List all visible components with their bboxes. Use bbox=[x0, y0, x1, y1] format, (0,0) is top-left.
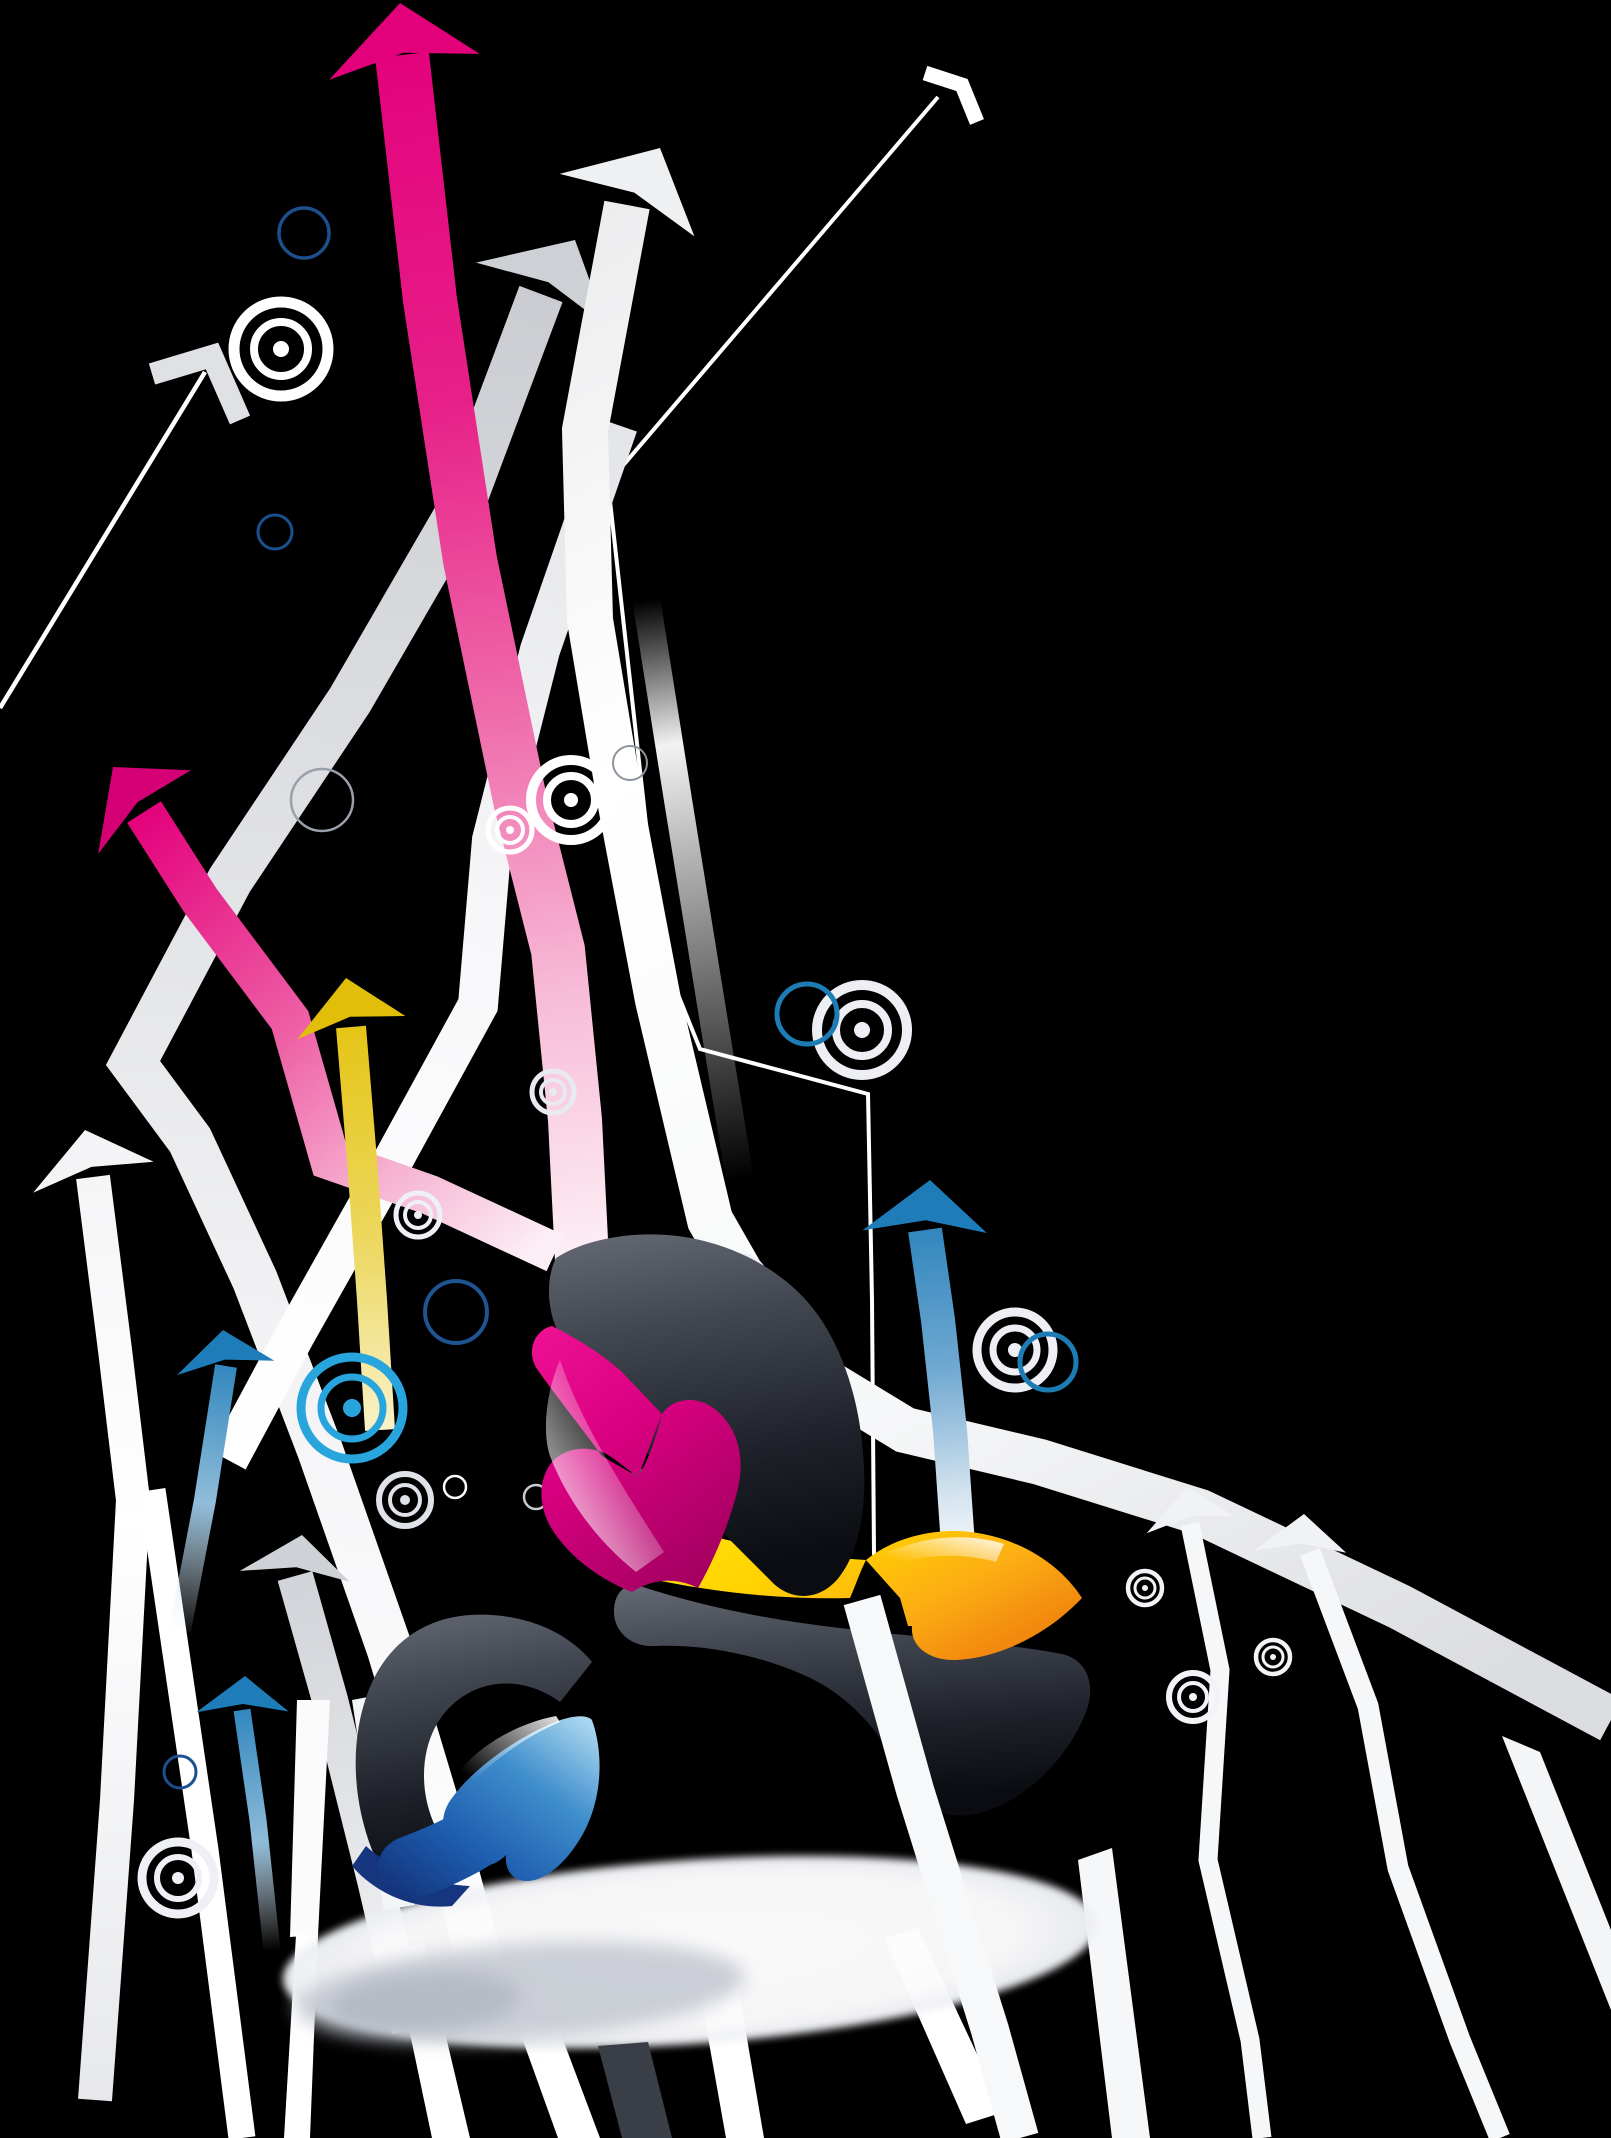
platform-shadow-core bbox=[330, 1971, 520, 2033]
target-small bbox=[1253, 1637, 1293, 1677]
target-small bbox=[1125, 1568, 1165, 1608]
target-pale bbox=[393, 1190, 443, 1240]
blue-arrow-mid-left-head bbox=[177, 1330, 275, 1376]
faint-ring bbox=[612, 745, 648, 781]
target-on-pink bbox=[485, 805, 535, 855]
blue-arrow-bottom-left bbox=[196, 1676, 289, 1951]
blue-arrow-mid-left-shaft bbox=[169, 1364, 237, 1633]
magenta-arrow-left bbox=[98, 767, 564, 1272]
navy-ring bbox=[423, 1279, 489, 1345]
big-gray-arrow-head bbox=[476, 240, 607, 326]
magenta-arrow-left-shaft bbox=[127, 801, 564, 1272]
target-small bbox=[1166, 1670, 1220, 1724]
blue-arrow-bottom-left-head bbox=[196, 1676, 289, 1713]
white-arrow-left-head bbox=[33, 1130, 154, 1193]
small-white-ring bbox=[442, 1474, 468, 1500]
steel-blue-ring bbox=[1017, 1331, 1079, 1393]
white-arrow-left bbox=[33, 1130, 154, 2102]
gray-arrow-bottom-head bbox=[239, 1535, 350, 1582]
target-top-left bbox=[228, 296, 334, 402]
arrow-3d-blue bbox=[352, 1614, 600, 1907]
faint-ring bbox=[289, 767, 355, 833]
blue-arrow-mid-left bbox=[169, 1330, 275, 1633]
white-arrow-bottom-right-2-head bbox=[1253, 1514, 1347, 1553]
white-arrow-bottom-right-1-head bbox=[1146, 1487, 1236, 1534]
target-pale bbox=[529, 1068, 577, 1116]
yellow-arrow-left-head bbox=[297, 978, 406, 1040]
target-gray bbox=[376, 1471, 434, 1529]
target-mid bbox=[526, 755, 616, 845]
white-arrow-left-shaft bbox=[76, 1174, 151, 2102]
white-arrow-bottom-right-1-shaft bbox=[1180, 1522, 1272, 2138]
big-white-arrow-head bbox=[559, 148, 695, 237]
target-bottom-left bbox=[137, 1837, 219, 1919]
blue-arrow-center-shaft bbox=[908, 1227, 975, 1547]
dark-leg bbox=[598, 2042, 672, 2138]
magenta-arrow-left-head bbox=[98, 767, 191, 854]
big-magenta-arrow-shaft bbox=[375, 51, 609, 1262]
target-cyan bbox=[296, 1352, 408, 1464]
blue-arrow-center-head bbox=[862, 1180, 987, 1233]
blue-arrow-bottom-left-shaft bbox=[233, 1708, 281, 1951]
big-magenta-arrow-head bbox=[329, 3, 480, 80]
navy-ring bbox=[277, 206, 331, 260]
white-zigzag-ribbon bbox=[210, 418, 637, 1470]
target-lower-pair bbox=[972, 1307, 1058, 1393]
white-arrow-bottom-right-2 bbox=[1253, 1514, 1510, 2138]
platform-leg bbox=[290, 1700, 330, 1937]
steel-blue-ring bbox=[774, 981, 840, 1047]
blue-arrow-center bbox=[862, 1180, 987, 1547]
white-leg-over-dark bbox=[843, 1594, 1039, 2138]
white-arrow-bottom-right-2-shaft bbox=[1300, 1548, 1510, 2138]
navy-ring bbox=[256, 513, 294, 551]
arrow-3d-magenta bbox=[531, 1234, 865, 1596]
big-magenta-arrow bbox=[329, 3, 609, 1262]
fading-white-band bbox=[632, 595, 754, 1183]
line-arrow-top-left bbox=[0, 342, 251, 710]
navy-ring bbox=[162, 1754, 198, 1790]
white-arrow-bottom-right-1 bbox=[1146, 1487, 1272, 2138]
white-leg bbox=[1502, 1736, 1611, 2010]
target-right-pair bbox=[812, 980, 912, 1080]
